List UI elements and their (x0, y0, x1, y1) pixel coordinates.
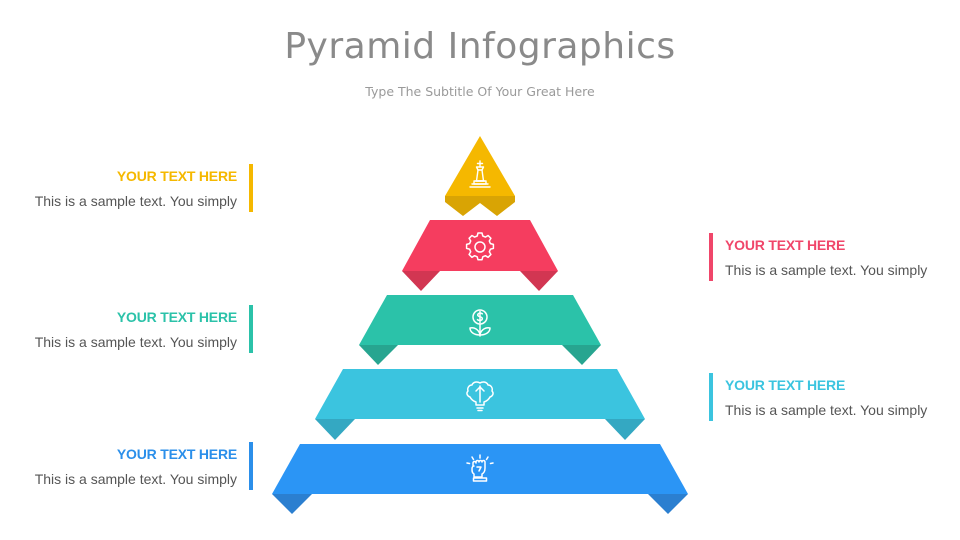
callout-2-accent-bar (709, 233, 713, 281)
callout-1-heading: YOUR TEXT HERE (116, 168, 237, 184)
callout-1-accent-bar (249, 164, 253, 212)
gear-icon (465, 232, 495, 261)
pyramid-tier-3 (359, 295, 601, 365)
callout-4-body: This is a sample text. You simply (725, 402, 928, 418)
callout-3-body: This is a sample text. You simply (34, 334, 237, 350)
callout-3: YOUR TEXT HERE This is a sample text. Yo… (0, 305, 253, 353)
callout-3-heading: YOUR TEXT HERE (116, 309, 237, 325)
pyramid-tier-5 (272, 444, 688, 514)
callout-2: YOUR TEXT HERE This is a sample text. Yo… (709, 233, 960, 281)
callout-5-heading: YOUR TEXT HERE (116, 446, 237, 462)
callout-5-body: This is a sample text. You simply (34, 471, 237, 487)
raised-fist-icon (466, 454, 494, 482)
callout-2-heading: YOUR TEXT HERE (725, 237, 846, 253)
pyramid-tier-4 (315, 369, 645, 440)
money-plant-icon (469, 309, 491, 337)
callout-1: YOUR TEXT HERE This is a sample text. Yo… (0, 164, 253, 212)
callout-5-accent-bar (249, 442, 253, 490)
callout-4-heading: YOUR TEXT HERE (725, 377, 846, 393)
pyramid-tier-2 (402, 220, 558, 291)
callout-3-accent-bar (249, 305, 253, 353)
callout-1-body: This is a sample text. You simply (34, 193, 237, 209)
pyramid-tier-1 (445, 136, 515, 216)
callout-2-body: This is a sample text. You simply (725, 262, 928, 278)
chess-king-icon (469, 160, 491, 188)
page-title: Pyramid Infographics (284, 26, 676, 67)
page-subtitle: Type The Subtitle Of Your Great Here (365, 84, 595, 99)
callout-4: YOUR TEXT HERE This is a sample text. Yo… (709, 373, 960, 421)
callout-4-accent-bar (709, 373, 713, 421)
callout-5: YOUR TEXT HERE This is a sample text. Yo… (0, 442, 253, 490)
brain-bulb-icon (466, 381, 494, 412)
